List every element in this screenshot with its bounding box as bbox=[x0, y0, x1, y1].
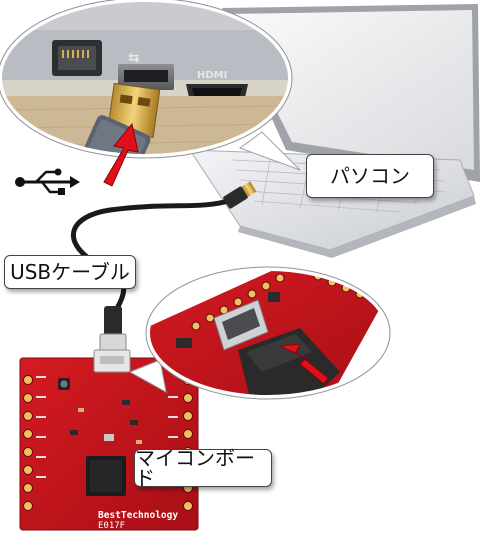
header-pin bbox=[23, 483, 33, 493]
header-pin bbox=[183, 411, 193, 421]
header-pin bbox=[183, 393, 193, 403]
header-pin bbox=[23, 393, 33, 403]
microcontroller-label: マイコンボード bbox=[134, 448, 272, 488]
pc-label: パソコン bbox=[306, 154, 434, 198]
header-pin bbox=[23, 411, 33, 421]
zoom-bubble-connector bbox=[128, 266, 391, 400]
insert-arrow-board bbox=[278, 343, 329, 385]
hdmi-port-label: HDMI bbox=[197, 70, 228, 81]
header-pin bbox=[23, 465, 33, 475]
microcontroller-board bbox=[19, 349, 199, 531]
header-pin bbox=[183, 429, 193, 439]
usb-cable-label: USBケーブル bbox=[4, 255, 136, 289]
usb-port-symbol: ⇆ bbox=[128, 50, 140, 66]
usb-trident-icon bbox=[15, 168, 80, 195]
board-brand-text: BestTechnology bbox=[98, 510, 179, 521]
header-pin bbox=[183, 501, 193, 511]
header-pin bbox=[23, 375, 33, 385]
usb-plug-board bbox=[99, 306, 127, 357]
board-model-text: E017F bbox=[98, 521, 126, 531]
header-pin bbox=[23, 447, 33, 457]
insert-arrow-laptop bbox=[103, 122, 139, 187]
usb-plug-laptop bbox=[223, 181, 257, 209]
header-pin bbox=[23, 429, 33, 439]
header-pin bbox=[23, 501, 33, 511]
